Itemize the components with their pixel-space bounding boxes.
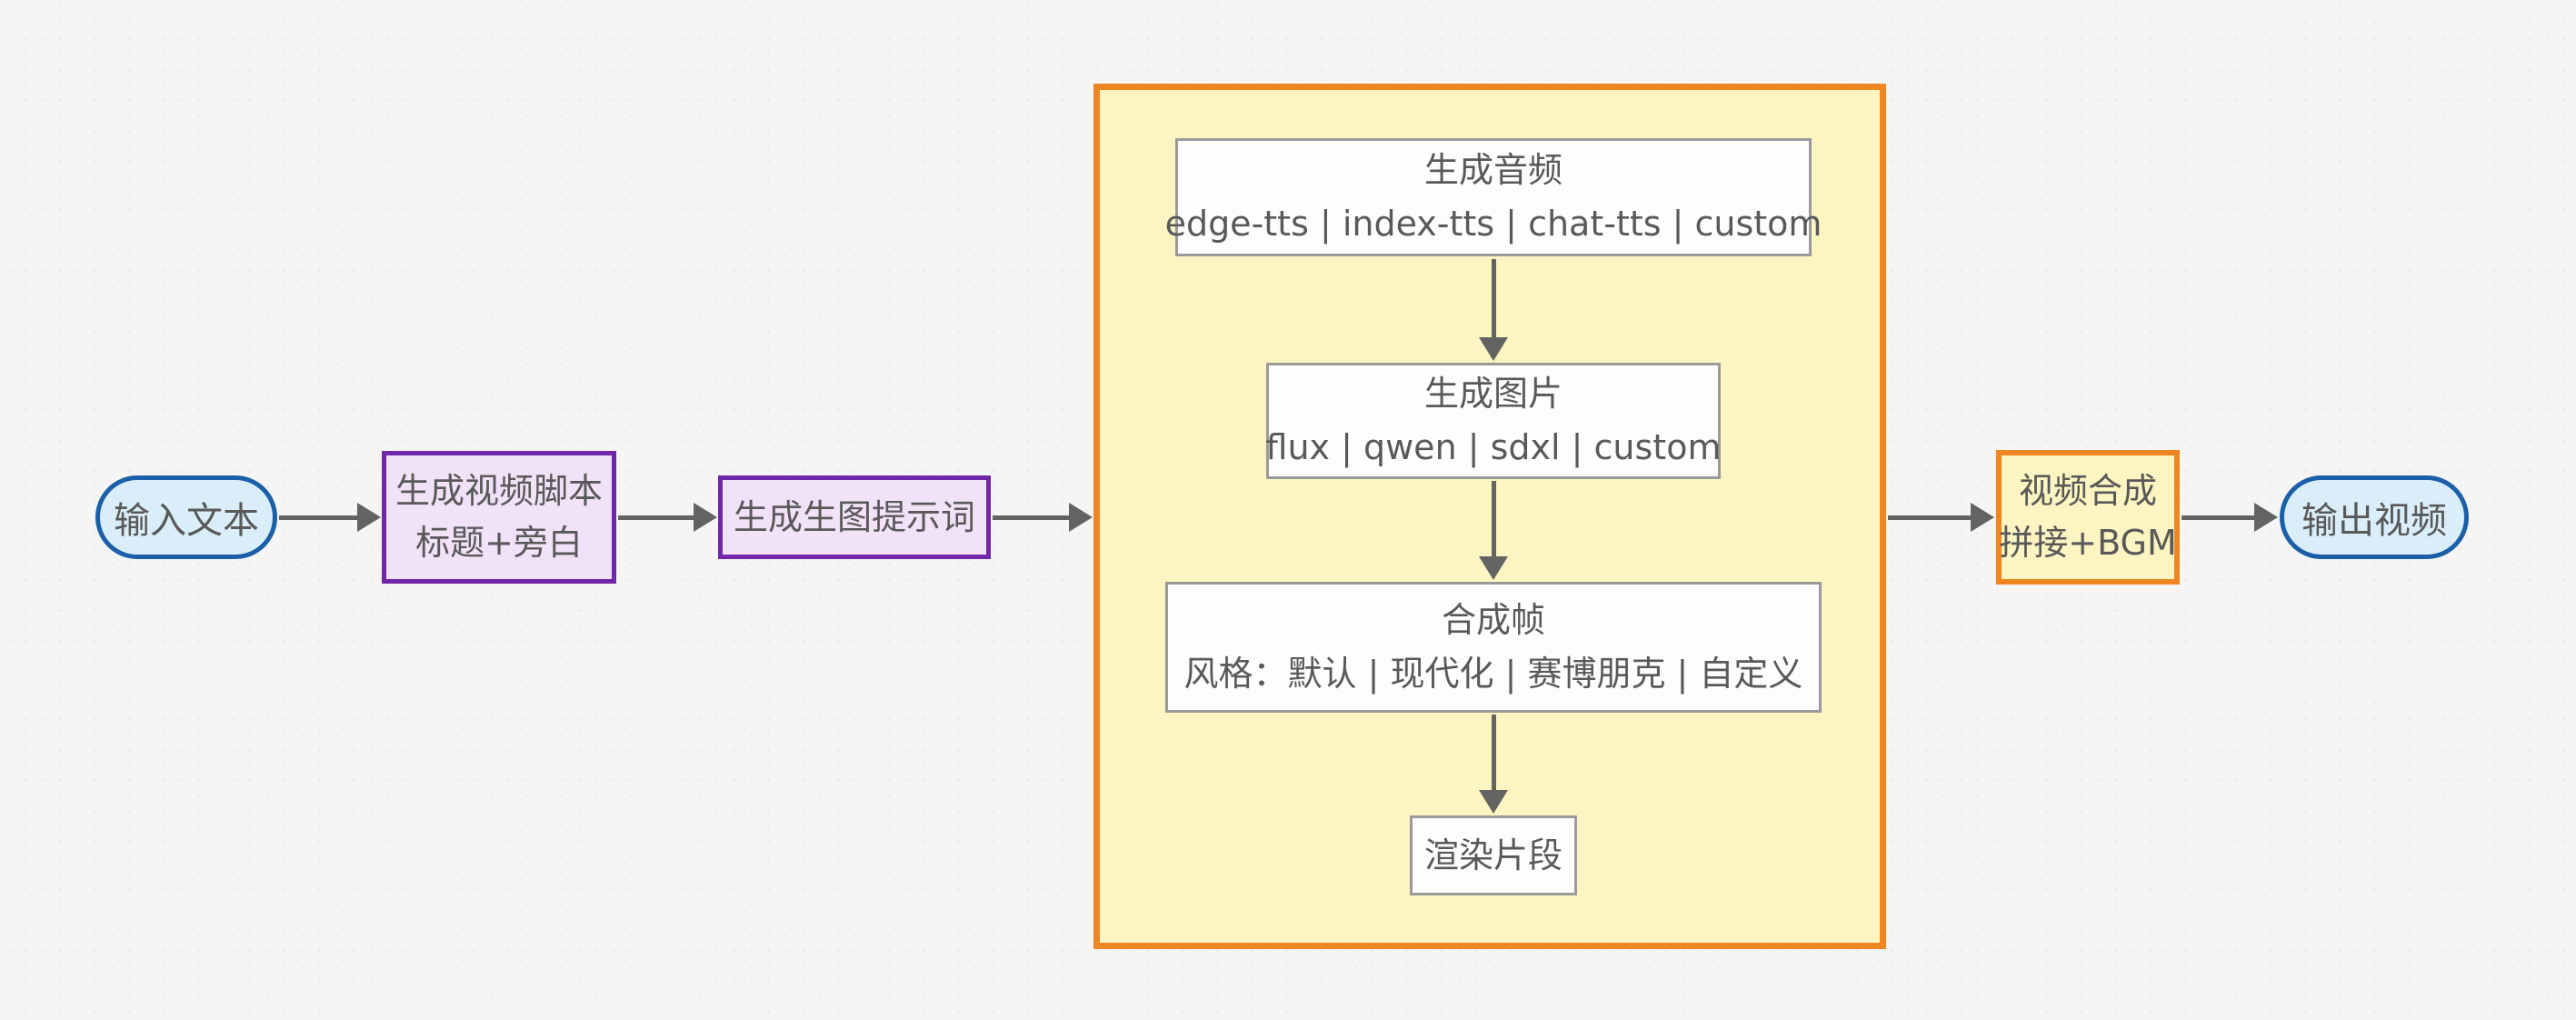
arrowhead-right-icon bbox=[1069, 503, 1093, 532]
arrowhead-right-icon bbox=[1971, 503, 1994, 532]
compose-title: 视频合成 bbox=[2018, 471, 2157, 511]
frame-step-options: 风格：默认 | 现代化 | 赛博朋克 | 自定义 bbox=[1183, 654, 1803, 694]
arrow-shaft bbox=[2182, 515, 2260, 520]
input-text-node: 输入文本 bbox=[95, 475, 277, 559]
prompt-label: 生成生图提示词 bbox=[733, 496, 975, 537]
output-video-label: 输出视频 bbox=[2301, 500, 2447, 542]
audio-step-node: 生成音频 edge-tts | index-tts | chat-tts | c… bbox=[1165, 138, 1822, 256]
arrow-input-to-script bbox=[279, 502, 381, 533]
script-title: 生成视频脚本 bbox=[394, 471, 603, 511]
arrowhead-right-icon bbox=[694, 503, 717, 532]
arrowhead-down-icon bbox=[1479, 556, 1508, 580]
arrow-shaft bbox=[279, 515, 363, 520]
arrow-script-to-prompt bbox=[618, 502, 717, 533]
frame-step-title: 合成帧 bbox=[1441, 600, 1545, 641]
arrowhead-right-icon bbox=[357, 503, 381, 532]
arrow-shaft bbox=[1491, 715, 1496, 795]
arrow-shaft bbox=[618, 515, 699, 520]
arrow-shaft bbox=[993, 515, 1074, 520]
arrow-compose-to-output bbox=[2182, 502, 2278, 533]
arrowhead-down-icon bbox=[1479, 790, 1508, 814]
arrow-shaft bbox=[1888, 515, 1976, 520]
arrow-image-to-frame bbox=[1478, 481, 1509, 580]
compose-subtitle: 拼接+BGM bbox=[1999, 523, 2177, 563]
render-step-node: 渲染片段 bbox=[1410, 815, 1577, 895]
compose-node: 视频合成 拼接+BGM bbox=[1996, 450, 2180, 585]
image-step-title: 生成图片 bbox=[1423, 374, 1563, 415]
arrowhead-right-icon bbox=[2254, 503, 2278, 532]
render-step-label: 渲染片段 bbox=[1423, 835, 1563, 875]
arrow-shaft bbox=[1491, 259, 1496, 343]
frame-step-node: 合成帧 风格：默认 | 现代化 | 赛博朋克 | 自定义 bbox=[1165, 582, 1822, 713]
arrow-shaft bbox=[1491, 481, 1496, 562]
input-text-label: 输入文本 bbox=[114, 500, 259, 542]
script-subtitle: 标题+旁白 bbox=[415, 523, 583, 563]
image-step-node: 生成图片 flux | qwen | sdxl | custom bbox=[1266, 363, 1721, 479]
arrowhead-down-icon bbox=[1479, 337, 1508, 361]
arrow-audio-to-image bbox=[1478, 259, 1509, 361]
audio-step-title: 生成音频 bbox=[1423, 150, 1563, 191]
arrow-prompt-to-pipeline bbox=[993, 502, 1093, 533]
prompt-node: 生成生图提示词 bbox=[718, 475, 991, 559]
output-video-node: 输出视频 bbox=[2280, 475, 2469, 559]
audio-step-options: edge-tts | index-tts | chat-tts | custom bbox=[1164, 204, 1822, 244]
arrow-frame-to-render bbox=[1478, 715, 1509, 814]
script-node: 生成视频脚本 标题+旁白 bbox=[382, 451, 616, 584]
image-step-options: flux | qwen | sdxl | custom bbox=[1265, 427, 1722, 467]
arrow-pipeline-to-compose bbox=[1888, 502, 1994, 533]
